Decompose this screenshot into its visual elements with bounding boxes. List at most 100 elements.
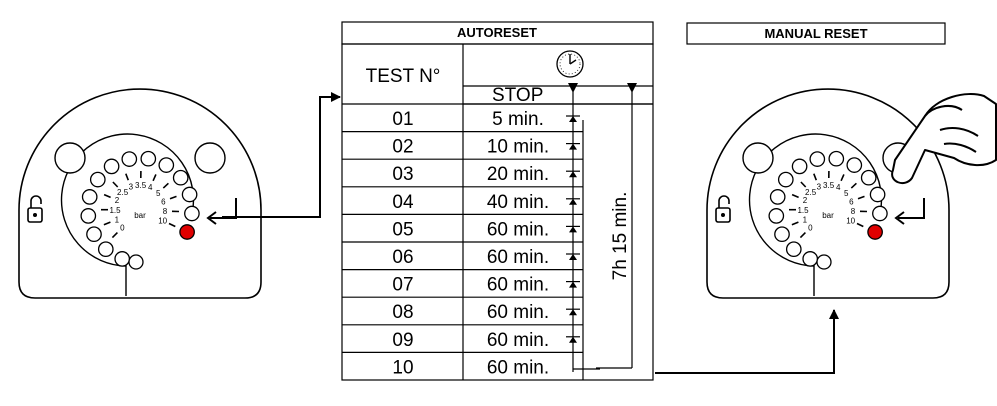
test-number: 01	[392, 109, 413, 130]
gauge-tick-label: 1.5	[109, 206, 121, 215]
gauge-tick-label: 3	[817, 183, 822, 192]
test-number: 03	[392, 164, 413, 185]
gauge-led	[809, 151, 826, 167]
stop-label: STOP	[492, 85, 543, 106]
gauge-led	[140, 150, 157, 167]
test-number: 08	[392, 302, 413, 323]
gauge-tick-label: 1	[115, 216, 120, 225]
gauge-tick	[791, 193, 799, 199]
right-round-button[interactable]	[194, 142, 226, 174]
test-duration: 10 min.	[487, 137, 549, 158]
test-number: 02	[392, 137, 413, 158]
gauge-channel	[60, 133, 195, 296]
gauge-led	[816, 254, 832, 270]
gauge-led	[121, 151, 138, 167]
unlock-icon	[27, 195, 43, 223]
gauge-led	[768, 208, 785, 224]
gauge-tick-label: 3	[129, 183, 134, 192]
gauge-tick	[840, 174, 845, 182]
arrow-gauge-to-table	[222, 92, 341, 218]
gauge-tick	[162, 182, 169, 189]
left-round-button[interactable]	[742, 142, 774, 174]
gauge-led	[89, 171, 106, 188]
gauge-tick-label: 4	[148, 183, 153, 192]
gauge-led	[869, 186, 886, 203]
gauge-channel	[748, 133, 883, 296]
gauge-tick-label: 0	[120, 224, 125, 233]
test-duration: 60 min.	[487, 330, 549, 351]
gauge-led	[128, 254, 144, 270]
gauge-tick-label: 3.5	[135, 181, 147, 190]
test-duration: 5 min.	[492, 109, 544, 130]
red-indicator-led	[179, 224, 195, 240]
pointing-hand-icon	[891, 93, 997, 185]
autoreset-title: AUTORESET	[457, 25, 537, 40]
test-duration: 60 min.	[487, 302, 549, 323]
left-round-button[interactable]	[54, 142, 86, 174]
test-number: 10	[392, 357, 413, 378]
gauge-unit-label: bar	[822, 211, 834, 220]
clock-icon	[556, 50, 584, 78]
gauge-tick-label: 1	[803, 216, 808, 225]
gauge-tick	[799, 232, 806, 239]
gauge-led	[184, 205, 200, 222]
gauge-led	[802, 251, 819, 267]
gauge-tick-label: 4	[836, 183, 841, 192]
gauge-unit-label: bar	[134, 211, 146, 220]
test-number: 07	[392, 275, 413, 296]
autoreset-table: AUTORESET TEST N° STOP 01 5 min. 02 10 min.…	[341, 21, 654, 381]
test-duration: 60 min.	[487, 357, 549, 378]
gauge-tick	[850, 182, 857, 189]
manual-reset-title: MANUAL RESET	[764, 26, 867, 41]
gauge-led	[769, 189, 786, 205]
gauge-led	[872, 205, 888, 222]
gauge-tick	[103, 221, 111, 226]
gauge-led	[103, 158, 120, 175]
gauge-tick-label: 10	[158, 217, 167, 226]
gauge-tick	[152, 174, 157, 182]
gauge-tick-label: 10	[846, 217, 855, 226]
gauge-tick-label: 2	[803, 196, 808, 205]
total-duration-label: 7h 15 min.	[610, 192, 631, 281]
gauge-tick	[125, 173, 130, 181]
gauge-tick	[813, 173, 818, 181]
test-number-header: TEST N°	[366, 66, 441, 87]
manual-reset-header-box	[686, 22, 946, 45]
gauge-tick	[103, 193, 111, 199]
gauge-tick-label: 8	[851, 207, 856, 216]
gauge-tick-label: 2.5	[805, 188, 817, 197]
gauge-tick-label: 6	[161, 197, 166, 206]
gauge-led	[828, 150, 845, 167]
gauge-tick-label: 2	[115, 196, 120, 205]
gauge-tick	[168, 222, 176, 228]
gauge-tick	[791, 221, 799, 226]
test-number: 05	[392, 219, 413, 240]
reset-return-icon	[894, 198, 925, 225]
red-indicator-led	[867, 224, 883, 240]
test-number: 04	[392, 192, 414, 213]
unlock-icon	[715, 195, 731, 223]
gauge-led	[114, 251, 131, 267]
gauge-led	[158, 157, 175, 173]
gauge-tick-label: 1.5	[797, 206, 809, 215]
gauge-led	[181, 186, 198, 203]
test-duration: 60 min.	[487, 275, 549, 296]
test-number: 06	[392, 247, 413, 268]
gauge-led	[846, 157, 863, 173]
gauge-tick	[112, 181, 119, 188]
gauge-led	[860, 169, 877, 186]
gauge-led	[785, 241, 802, 258]
gauge-tick-label: 5	[156, 189, 161, 198]
test-number: 09	[392, 330, 413, 351]
gauge-led	[81, 189, 98, 205]
gauge-led	[80, 208, 97, 224]
gauge-tick-label: 2.5	[117, 188, 129, 197]
test-duration: 40 min.	[487, 192, 549, 213]
gauge-tick	[111, 232, 118, 239]
gauge-led	[172, 169, 189, 186]
gauge-led	[777, 171, 794, 188]
gauge-led	[791, 158, 808, 175]
gauge-led	[774, 226, 790, 243]
